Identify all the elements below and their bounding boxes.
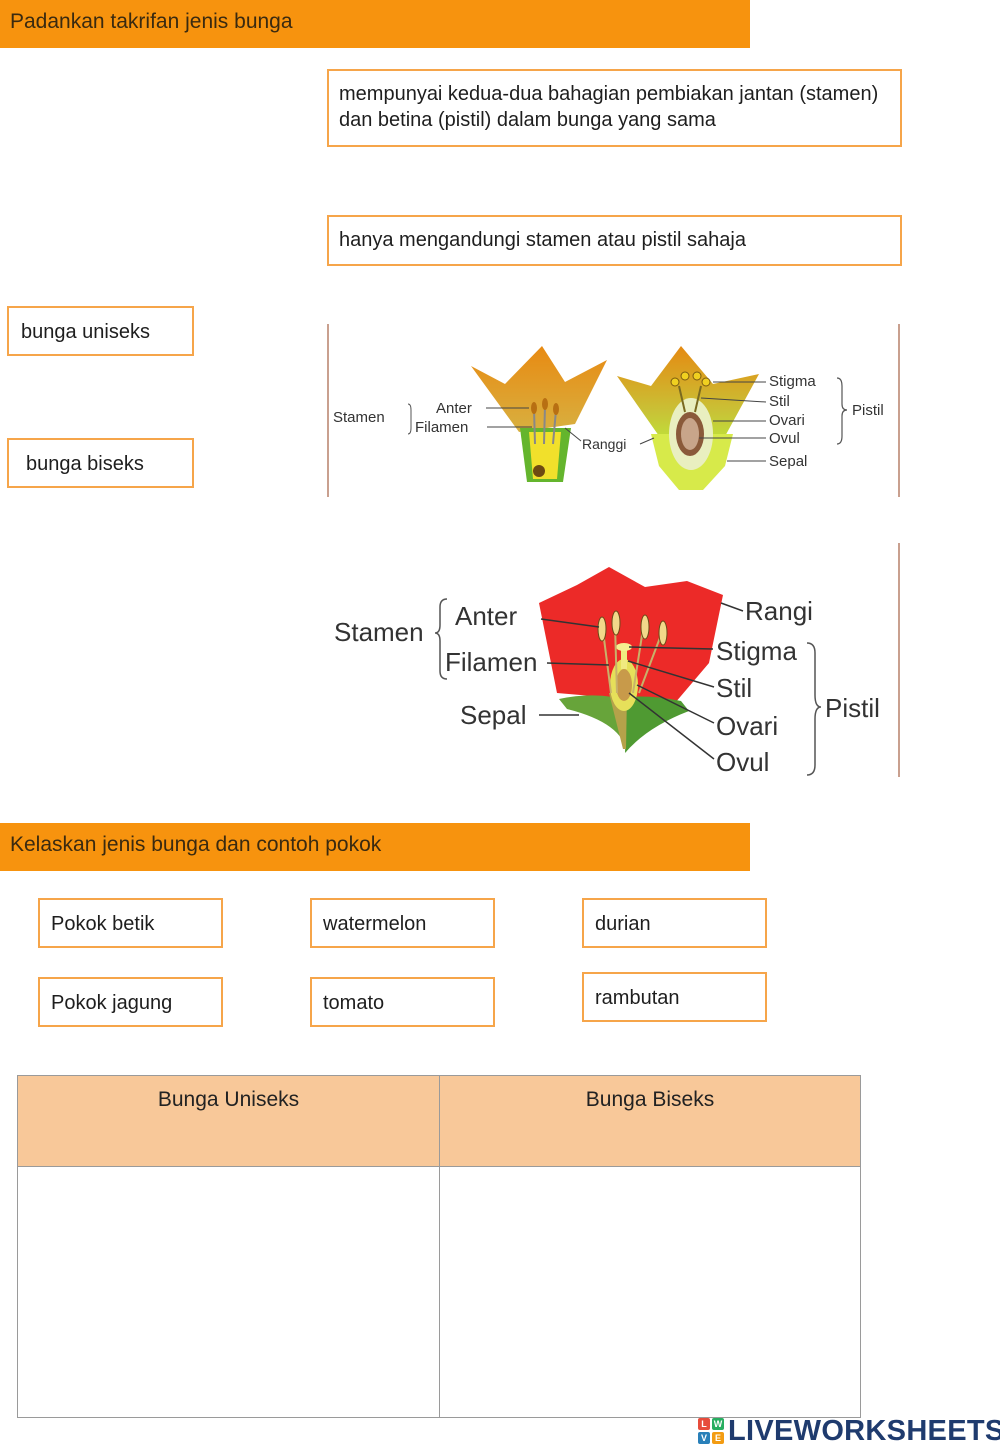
logo-letter: L xyxy=(698,1418,710,1430)
stamen-label: Stamen xyxy=(333,409,385,426)
logo-text: LIVEWORKSHEETS xyxy=(728,1414,1000,1447)
section-title-text: Padankan takrifan jenis bunga xyxy=(10,10,293,33)
section-title-match: Padankan takrifan jenis bunga xyxy=(0,0,750,48)
pistil-label: Pistil xyxy=(852,402,884,419)
female-flower-icon xyxy=(617,346,759,490)
stigma-label: Stigma xyxy=(716,636,797,666)
definition-text: mempunyai kedua-dua bahagian pembiakan j… xyxy=(339,83,879,131)
item-text: tomato xyxy=(323,992,385,1014)
liveworksheets-logo[interactable]: L W V E LIVEWORKSHEETS xyxy=(698,1415,1000,1447)
stamen-label: Stamen xyxy=(334,617,424,647)
section-title-text: Kelaskan jenis bunga dan contoh pokok xyxy=(10,833,382,856)
draggable-item-rambutan[interactable]: rambutan xyxy=(582,972,767,1022)
item-text: watermelon xyxy=(323,913,427,935)
section-title-classify: Kelaskan jenis bunga dan contoh pokok xyxy=(0,823,750,871)
logo-letter: V xyxy=(698,1432,710,1444)
definition-box-1[interactable]: mempunyai kedua-dua bahagian pembiakan j… xyxy=(327,69,902,147)
table-header-biseks: Bunga Biseks xyxy=(440,1076,860,1167)
header-text: Bunga Uniseks xyxy=(157,1088,300,1111)
bisex-flower-illustration: Stamen Anter Filamen Sepal Rangi Stigma … xyxy=(334,567,880,777)
unisex-flower-illustration: Stamen Anter Filamen Ranggi Stigma Stil … xyxy=(333,346,884,490)
pistil-label: Pistil xyxy=(825,693,880,723)
red-flower-icon xyxy=(539,567,723,753)
table-header-uniseks: Bunga Uniseks xyxy=(18,1076,439,1167)
drop-zone-uniseks[interactable] xyxy=(18,1167,439,1417)
draggable-label-uniseks[interactable]: bunga uniseks xyxy=(7,306,194,356)
anter-label: Anter xyxy=(436,400,472,417)
drop-zone-biseks[interactable] xyxy=(440,1167,860,1417)
draggable-item-tomato[interactable]: tomato xyxy=(310,977,495,1027)
stil-label: Stil xyxy=(769,393,790,410)
filamen-label: Filamen xyxy=(445,647,537,677)
draggable-label-biseks[interactable]: bunga biseks xyxy=(7,438,194,488)
ovul-label: Ovul xyxy=(769,430,800,447)
draggable-item-pokok-jagung[interactable]: Pokok jagung xyxy=(38,977,223,1027)
draggable-item-durian[interactable]: durian xyxy=(582,898,767,948)
sepal-label: Sepal xyxy=(460,700,527,730)
ranggi-label: Ranggi xyxy=(582,436,626,452)
male-flower-icon xyxy=(471,346,607,482)
item-text: Pokok jagung xyxy=(51,992,173,1014)
ovari-label: Ovari xyxy=(716,711,778,741)
ovul-label: Ovul xyxy=(716,747,769,777)
liveworksheets-icon: L W V E xyxy=(698,1418,724,1444)
rangi-label: Rangi xyxy=(745,596,813,626)
stigma-label: Stigma xyxy=(769,373,816,390)
item-text: rambutan xyxy=(595,987,680,1009)
label-text: bunga biseks xyxy=(26,453,144,475)
filamen-label: Filamen xyxy=(415,419,468,436)
logo-letter: E xyxy=(712,1432,724,1444)
stil-label: Stil xyxy=(716,673,752,703)
sepal-label: Sepal xyxy=(769,453,807,470)
logo-letter: W xyxy=(712,1418,724,1430)
definition-box-2[interactable]: hanya mengandungi stamen atau pistil sah… xyxy=(327,215,902,266)
item-text: Pokok betik xyxy=(51,913,155,935)
header-text: Bunga Biseks xyxy=(585,1088,715,1111)
table-divider xyxy=(439,1076,440,1417)
draggable-item-watermelon[interactable]: watermelon xyxy=(310,898,495,948)
draggable-item-pokok-betik[interactable]: Pokok betik xyxy=(38,898,223,948)
item-text: durian xyxy=(595,913,651,935)
anter-label: Anter xyxy=(455,601,517,631)
label-text: bunga uniseks xyxy=(21,321,150,343)
unisex-flower-diagram[interactable]: Stamen Anter Filamen Ranggi Stigma Stil … xyxy=(327,324,900,497)
classification-table: Bunga Uniseks Bunga Biseks xyxy=(17,1075,861,1418)
ovari-label: Ovari xyxy=(769,412,805,429)
bisex-flower-diagram[interactable]: Stamen Anter Filamen Sepal Rangi Stigma … xyxy=(327,543,900,777)
definition-text: hanya mengandungi stamen atau pistil sah… xyxy=(339,229,746,251)
